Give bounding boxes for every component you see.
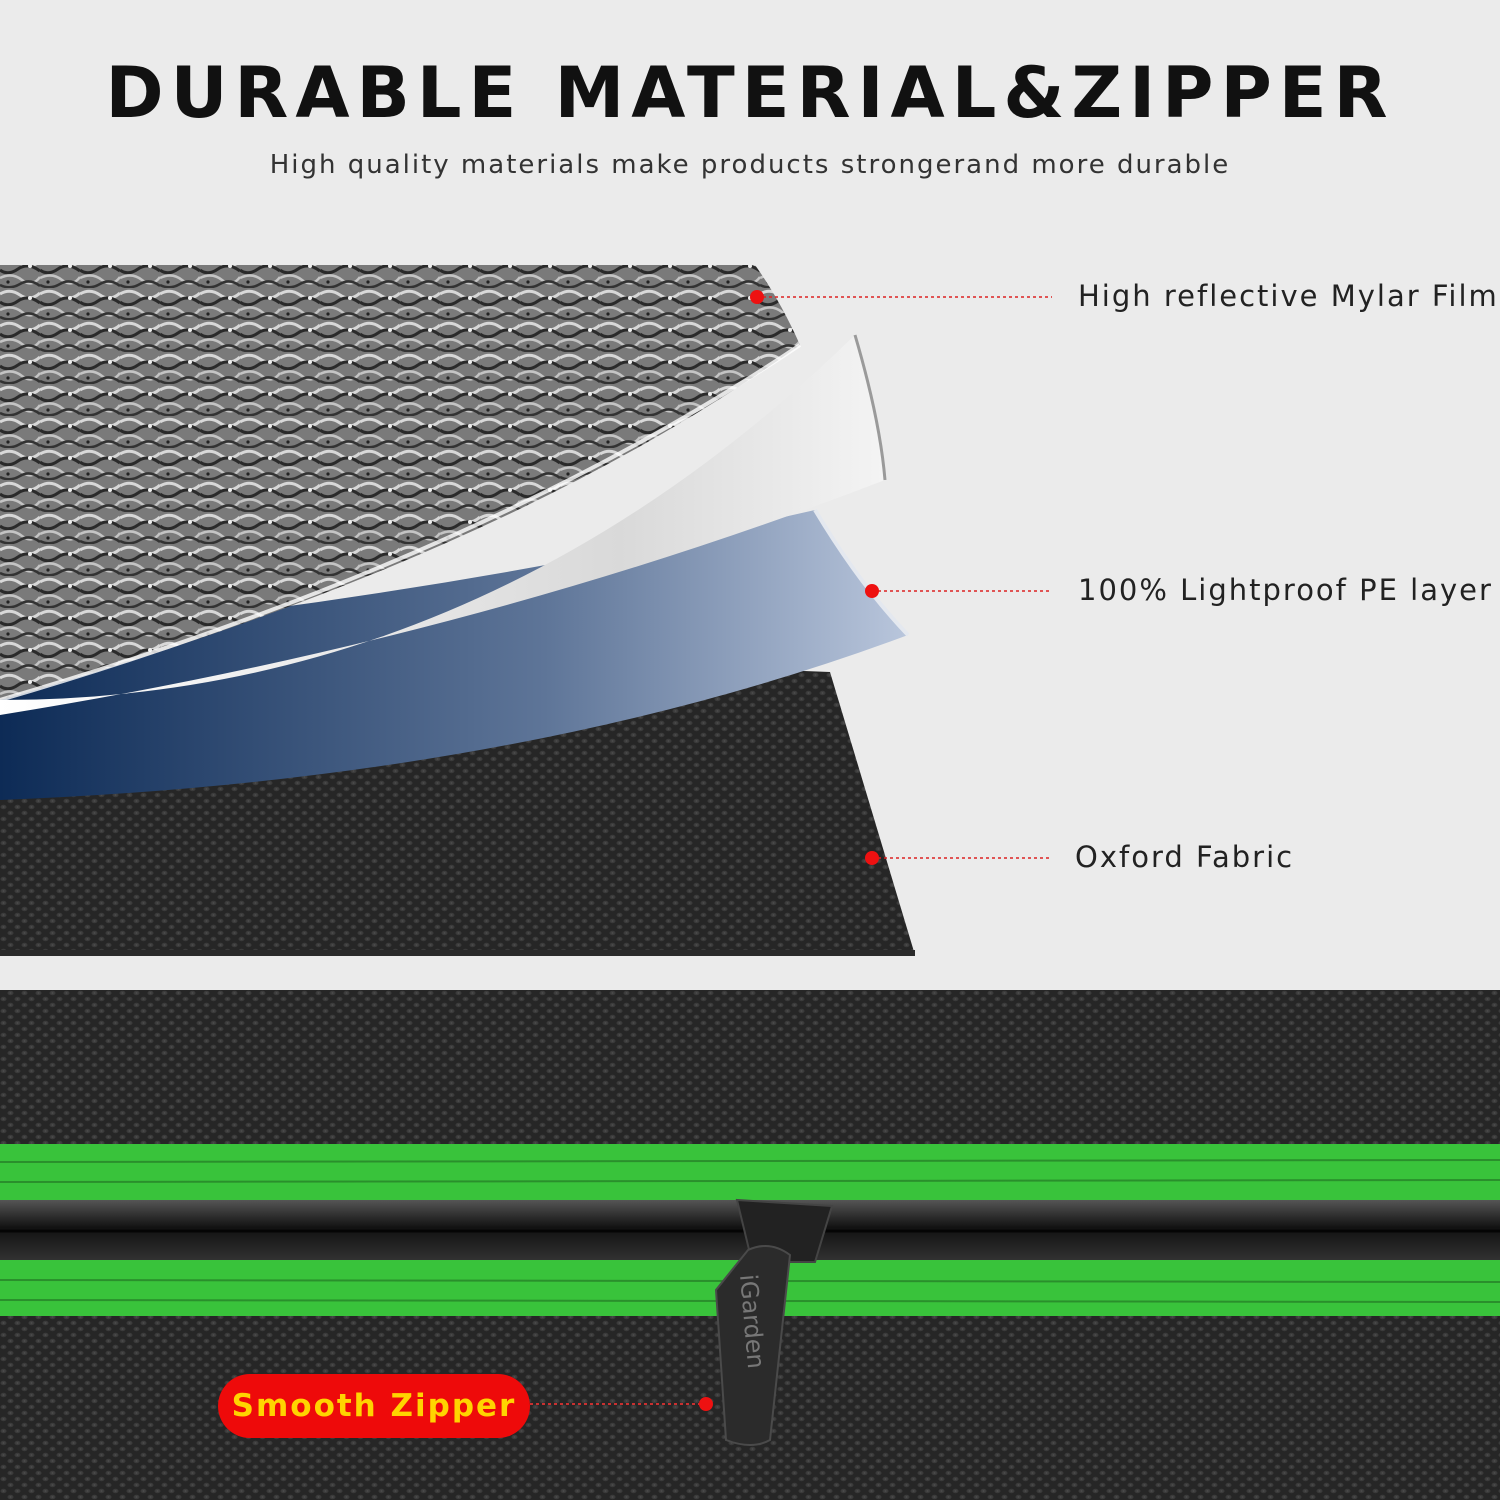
callout-dot-mylar [750, 290, 764, 304]
pe-layer [0, 508, 910, 800]
mylar-film-layer [0, 265, 802, 702]
page-subtitle: High quality materials make products str… [269, 150, 1231, 180]
callout-dot-pe [865, 584, 879, 598]
callout-mylar-film: High reflective Mylar Film [1078, 279, 1499, 313]
callout-lines [757, 296, 1052, 859]
callout-pe-layer: 100% Lightproof PE layer [1078, 573, 1493, 607]
white-film-layer [0, 334, 887, 715]
smooth-zipper-badge: Smooth Zipper [218, 1374, 530, 1438]
page-title: DURABLE MATERIAL&ZIPPER [105, 52, 1395, 134]
callout-dot-oxford [865, 851, 879, 865]
zipper-callout-dot [699, 1397, 713, 1411]
zipper-pull-icon: iGarden [714, 1198, 834, 1446]
callout-oxford-fabric: Oxford Fabric [1075, 840, 1295, 874]
